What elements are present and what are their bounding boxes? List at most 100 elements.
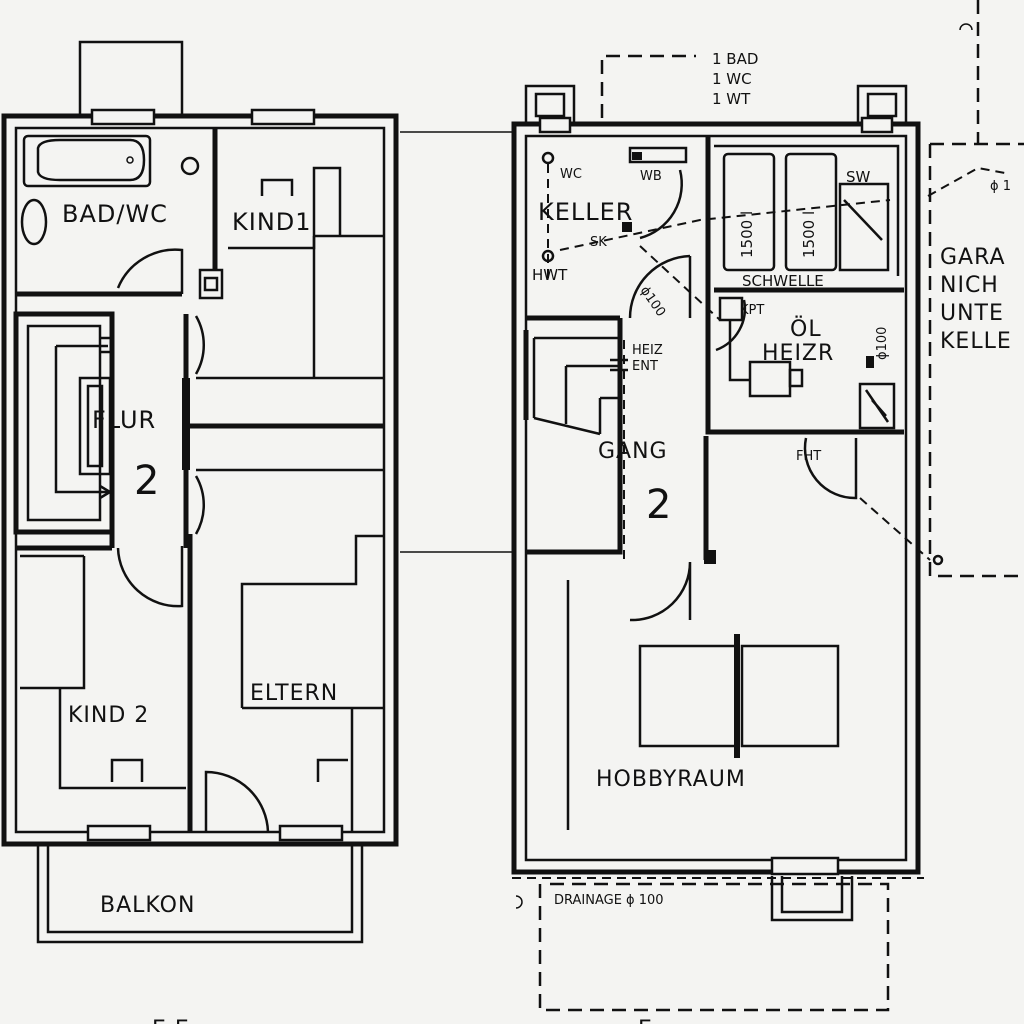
window-top-keller bbox=[538, 116, 572, 134]
window-top-heizr bbox=[860, 116, 894, 134]
stair-arrow-line bbox=[54, 346, 108, 494]
washbasin-wb bbox=[628, 146, 688, 164]
label-schwelle: SCHWELLE bbox=[742, 272, 824, 290]
drainage-marker bbox=[515, 895, 523, 909]
balkon-outline bbox=[36, 846, 364, 944]
wardrobe-kind2 bbox=[20, 554, 86, 690]
door-swing-balkon bbox=[204, 770, 270, 833]
label-garage-1: GARA bbox=[940, 245, 1006, 270]
shaft-inner bbox=[203, 276, 219, 292]
window-top-bad bbox=[90, 108, 156, 126]
heizr-door-swing bbox=[715, 299, 747, 352]
basement-stair-risers bbox=[532, 338, 602, 434]
desk-kind2 bbox=[110, 758, 144, 782]
wc-marker bbox=[541, 151, 555, 165]
label-kind1: KIND1 bbox=[232, 208, 312, 236]
label-keller: KELLER bbox=[538, 198, 633, 226]
drainage-dashed-outline bbox=[538, 882, 890, 1012]
table-tennis-left bbox=[638, 644, 738, 748]
label-bad-wc: BAD/WC bbox=[62, 200, 168, 228]
tank-bay-line bbox=[714, 144, 900, 276]
bathtub-inner bbox=[36, 138, 146, 182]
hwt-marker bbox=[541, 249, 555, 263]
label-kpt: KPT bbox=[740, 303, 764, 318]
stair-landing-inner bbox=[86, 384, 104, 468]
dashed-bath-extension bbox=[600, 54, 696, 118]
label-gang-floor-no: 2 bbox=[646, 482, 671, 528]
garage-pipe-line bbox=[927, 166, 1011, 197]
heizr-wall bbox=[705, 136, 904, 435]
light-well-bottom bbox=[770, 876, 854, 922]
label-heiz: HEIZ bbox=[632, 343, 663, 358]
desk-kind1 bbox=[260, 178, 294, 196]
bed-eltern bbox=[240, 534, 384, 708]
chimney-heizr-mark bbox=[864, 389, 890, 423]
label-garage-3: UNTE bbox=[940, 301, 1004, 326]
garage-dashed-outline bbox=[928, 142, 1024, 578]
label-garage-4: KELLE bbox=[940, 329, 1012, 354]
label-flur-floor-no: 2 bbox=[134, 458, 159, 504]
washbasin bbox=[20, 198, 48, 246]
label-gang: GANG bbox=[598, 439, 668, 464]
label-garage-2: NICH bbox=[940, 273, 999, 298]
label-pipe-dim-vertical: ϕ100 bbox=[875, 327, 890, 360]
tub-drain bbox=[126, 156, 134, 164]
label-eltern: ELTERN bbox=[250, 681, 338, 706]
plan-connector-lines bbox=[400, 131, 512, 553]
label-hobbyraum: HOBBYRAUM bbox=[596, 767, 746, 792]
desk-eltern bbox=[316, 758, 348, 782]
boiler-burner bbox=[788, 368, 804, 388]
gang-post bbox=[704, 550, 716, 564]
door-swing-kind2 bbox=[116, 546, 184, 608]
upper-outer-wall bbox=[1, 113, 399, 847]
note-wc: 1 WC bbox=[712, 70, 752, 88]
label-sw: SW bbox=[846, 168, 871, 186]
label-sk: SK bbox=[590, 235, 607, 250]
label-flur: FLUR bbox=[92, 406, 156, 434]
door-swing-bad bbox=[116, 248, 184, 294]
label-pipe-right: ϕ 1 bbox=[990, 179, 1011, 194]
oil-tank-1 bbox=[722, 152, 776, 272]
window-top-kind1 bbox=[250, 108, 316, 126]
kpt-box bbox=[718, 296, 744, 322]
oil-tank-2 bbox=[784, 152, 838, 272]
label-wb: WB bbox=[640, 169, 662, 184]
gang-door-top bbox=[628, 254, 691, 319]
label-hwt: HWT bbox=[532, 266, 568, 284]
window-bottom-eltern bbox=[278, 824, 344, 842]
heizr-post bbox=[866, 356, 874, 368]
window-bottom-kind2 bbox=[86, 824, 152, 842]
label-tank-2: 1500 l bbox=[800, 211, 818, 258]
light-well-top-left-inner bbox=[534, 92, 566, 118]
top-right-marker bbox=[959, 23, 973, 31]
label-wc: WC bbox=[560, 167, 582, 182]
table-tennis-net bbox=[734, 634, 740, 758]
toilet bbox=[180, 156, 200, 176]
chimney-outline bbox=[78, 40, 184, 118]
label-drainage: DRAINAGE ϕ 100 bbox=[554, 893, 664, 908]
gang-wall-left bbox=[526, 318, 623, 555]
dashed-drain-diag bbox=[639, 245, 721, 321]
boiler bbox=[748, 360, 792, 398]
bottom-fragment-left: E E bbox=[152, 1017, 190, 1024]
bottom-fragment-right: E bbox=[638, 1017, 653, 1024]
bathtub bbox=[22, 134, 152, 188]
basement-stair-steps bbox=[533, 336, 622, 436]
label-balkon: BALKON bbox=[100, 893, 195, 918]
stairwell-inner bbox=[26, 324, 102, 522]
label-oel: ÖL bbox=[790, 316, 822, 342]
boiler-pipe bbox=[728, 320, 750, 382]
note-wt: 1 WT bbox=[712, 90, 751, 108]
door-swing-eltern bbox=[194, 475, 206, 535]
basement-plan: 1 BAD 1 WC 1 WT WC WB KELLER SK HWT SW 1… bbox=[511, 0, 1024, 1012]
label-heizr: HEIZR bbox=[762, 341, 834, 366]
gang-door-bottom bbox=[629, 561, 692, 622]
chimney-heizr bbox=[858, 382, 896, 430]
table-tennis-right bbox=[740, 644, 840, 748]
dashed-drain-line bbox=[559, 199, 891, 251]
label-kind2: KIND 2 bbox=[68, 703, 149, 728]
wardrobe-kind1-a bbox=[228, 166, 342, 250]
installation-shaft bbox=[198, 268, 224, 300]
light-well-top-right-inner bbox=[866, 92, 898, 118]
